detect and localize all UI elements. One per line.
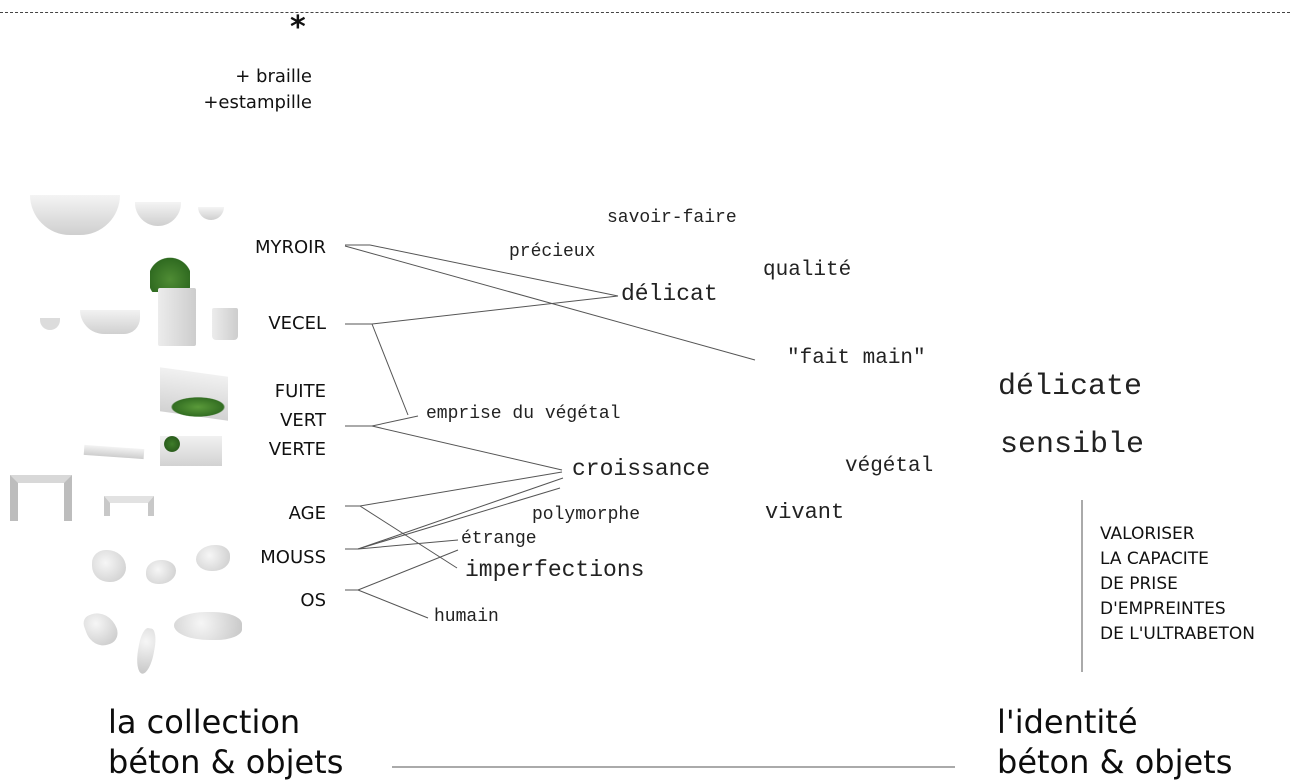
footer-left-line-1: la collection <box>108 703 301 741</box>
collection-label-fuite: FUITE <box>274 381 326 402</box>
valoriser-line-1: VALORISER <box>1100 524 1195 544</box>
keyword-emprise-du-vegetal: emprise du végétal <box>426 404 621 424</box>
keyword-humain: humain <box>434 607 499 627</box>
keyword-etrange: étrange <box>461 529 537 549</box>
connector-vecel-delicat <box>371 295 619 325</box>
collection-label-vecel: VECEL <box>268 313 326 334</box>
footer-right-line-1: l'identité <box>997 703 1138 741</box>
connector-os-humain <box>357 589 429 619</box>
footer-right-line-2: béton & objets <box>997 743 1233 781</box>
valoriser-line-4: D'EMPREINTES <box>1100 599 1226 619</box>
connector-age-croissance <box>359 471 563 507</box>
bone-3-image <box>174 612 242 640</box>
connector-mouss-croissance-b <box>357 487 561 550</box>
moss-rock-3-image <box>196 545 230 571</box>
top-dashed-border <box>0 12 1290 13</box>
planter-greenery-image <box>168 396 228 418</box>
connector-mouss-croissance <box>357 477 564 550</box>
collection-label-myroir: MYROIR <box>254 237 326 258</box>
bench-small-image <box>104 496 154 516</box>
bowl-small-image <box>198 207 224 220</box>
identity-word-delicate: délicate <box>998 370 1143 404</box>
moss-rock-1-image <box>92 550 126 582</box>
keyword-savoir-faire: savoir-faire <box>607 208 737 228</box>
connector-mouss-etrange <box>357 539 459 550</box>
keyword-fait-main: "fait main" <box>787 347 926 370</box>
asterisk-mark: * <box>290 10 306 45</box>
identity-word-sensible: sensible <box>1000 428 1145 462</box>
connector-age-imperfections <box>359 505 458 569</box>
keyword-precieux: précieux <box>509 242 596 262</box>
collection-label-vert: VERT <box>280 410 326 431</box>
keyword-polymorphe: polymorphe <box>532 505 641 525</box>
keyword-vegetal: végétal <box>845 455 934 478</box>
valoriser-line-5: DE L'ULTRABETON <box>1100 624 1255 644</box>
moss-rock-2-image <box>146 560 176 584</box>
connector-os-etrange <box>357 549 459 591</box>
connector-myroir-fait-main <box>344 245 756 361</box>
keyword-imperfections: imperfections <box>465 557 645 583</box>
mug-image <box>212 308 238 340</box>
keyword-croissance: croissance <box>572 456 711 482</box>
connector-vecel-emprise <box>371 323 409 416</box>
connector-myroir-delicat-b <box>369 244 619 297</box>
collection-label-os: OS <box>300 590 326 611</box>
bench-large-image <box>10 475 72 521</box>
gravy-boat-image <box>80 310 140 334</box>
wall-planter-plant-image <box>162 436 182 452</box>
vase-tall-image <box>158 288 196 346</box>
footer-left-title: la collection béton & objets <box>108 702 343 782</box>
collection-label-mouss: MOUSS <box>260 547 326 568</box>
connector-vert-emprise <box>371 415 419 427</box>
valoriser-text-block: VALORISER LA CAPACITE DE PRISE D'EMPREIN… <box>1100 522 1255 647</box>
keyword-qualite: qualité <box>763 259 852 282</box>
footer-left-line-2: béton & objets <box>108 743 344 781</box>
connector-vert-croissance <box>371 425 563 471</box>
collection-label-age: AGE <box>288 503 326 524</box>
keyword-delicat: délicat <box>621 281 718 307</box>
collection-label-verte: VERTE <box>268 439 326 460</box>
plant-leaves-image <box>150 250 190 292</box>
valoriser-line-2: LA CAPACITE <box>1100 549 1209 569</box>
note-braille: + braille <box>235 66 312 87</box>
cup-small-image <box>40 318 60 330</box>
note-estampille: +estampille <box>203 92 312 113</box>
valoriser-line-3: DE PRISE <box>1100 574 1178 594</box>
keyword-vivant: vivant <box>765 500 845 525</box>
footer-right-title: l'identité béton & objets <box>997 702 1232 782</box>
